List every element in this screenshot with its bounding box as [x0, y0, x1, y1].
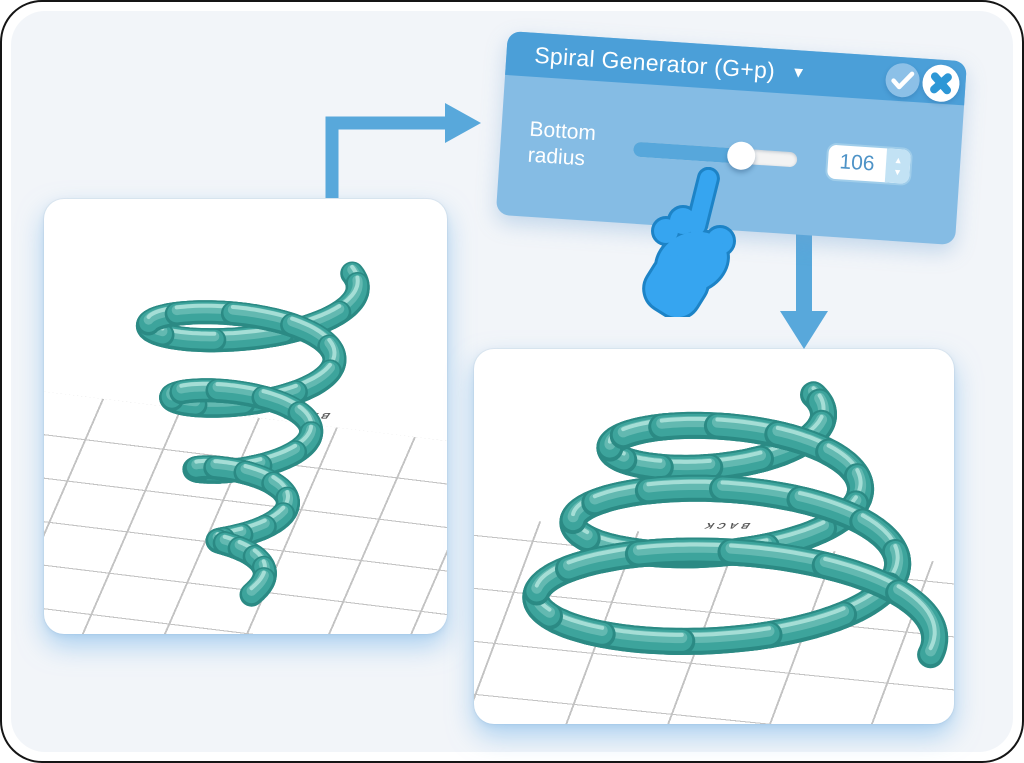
- viewport-before: BACK: [44, 199, 447, 634]
- panel-header: Spiral Generator (G+p) ▼: [505, 31, 967, 106]
- confirm-button[interactable]: [884, 62, 921, 99]
- close-button[interactable]: [921, 63, 961, 103]
- bottom-radius-label: Bottom radius: [527, 117, 597, 171]
- viewport-after: BACK: [474, 349, 954, 724]
- panel-title: Spiral Generator (G+p): [533, 41, 777, 84]
- chevron-down-icon[interactable]: ▼: [790, 63, 807, 82]
- spinner-down-button[interactable]: ▼: [885, 165, 910, 179]
- bottom-radius-slider[interactable]: [632, 140, 798, 171]
- spiral-model-before: [135, 261, 370, 607]
- spiral-model-after: [522, 381, 949, 669]
- number-spinner: ▲ ▼: [884, 148, 912, 184]
- slider-handle[interactable]: [726, 140, 757, 171]
- slider-fill: [632, 141, 742, 164]
- check-icon: [891, 71, 915, 90]
- bottom-radius-numbox: ▲ ▼: [826, 144, 912, 184]
- spiral-generator-panel: Spiral Generator (G+p) ▼ Bottom radius: [495, 31, 967, 246]
- bottom-radius-input[interactable]: [826, 144, 888, 183]
- close-x-icon: [930, 72, 952, 95]
